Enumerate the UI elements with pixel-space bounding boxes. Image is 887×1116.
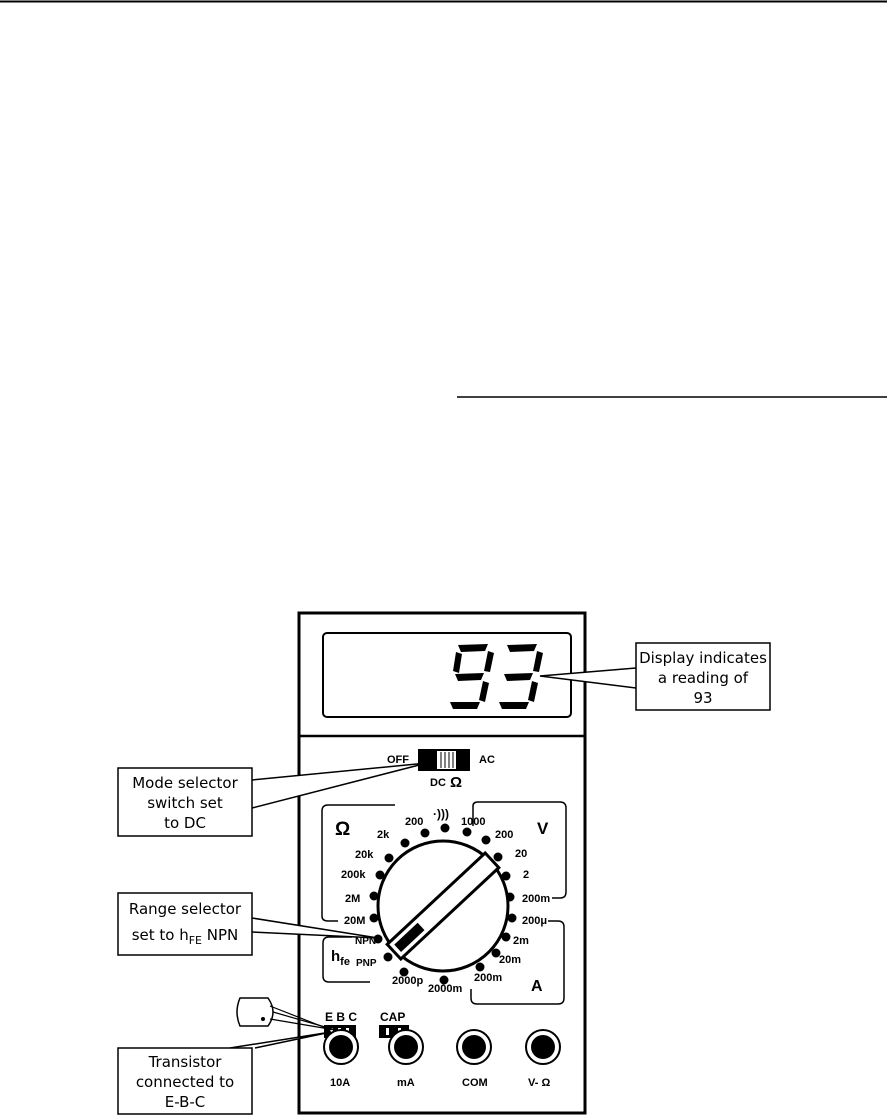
dot-v-200 [481,835,491,845]
dot-ohm-2k [400,838,410,848]
label-a-20m: 20m [499,954,521,966]
cap-socket-label: CAP [380,1010,405,1024]
mode-callout-line2: switch set [147,794,223,812]
label-cap-2000p: 2000p [392,975,423,987]
dot-continuity [440,823,450,833]
dot-v-2 [501,871,511,881]
transistor-leads [269,1005,348,1033]
range-callout [117,892,253,956]
mode-ohm-label: Ω [450,774,462,791]
transistor-callout [117,1047,253,1115]
dot-v-20 [493,852,503,862]
display-callout [635,642,771,711]
ohm-group-bracket [321,804,395,922]
label-a-200u: 200μ [522,915,547,927]
slider-grip [440,752,454,768]
dot-ohm-20k [384,853,394,863]
transistor-mark [261,1017,265,1021]
hfe-symbol: hfe [331,948,350,968]
mode-callout-line3: to DC [164,814,206,832]
dot-a-20m [491,948,501,958]
dot-v-1000 [462,827,472,837]
dot-cap-2000p [399,967,409,977]
dot-ohm-2m [369,891,379,901]
dot-a-2m [501,932,511,942]
transistor-callout-pointer [229,1031,332,1049]
range-labels: 200 2k 20k 200k 2M 20M ·))) 1000 200 20 … [341,807,550,995]
mode-callout-line1: Mode selector [132,774,238,792]
range-callout-line1: Range selector [129,900,242,918]
display-callout-line3: 93 [693,689,712,707]
jack-com-label: COM [462,1077,488,1089]
jack-ma-label: mA [397,1077,415,1089]
dot-ohm-200 [420,828,430,838]
label-v-2: 2 [523,869,529,881]
amp-group-bracket [470,920,565,1005]
label-v-1000: 1000 [461,816,485,828]
transistor-callout-line2: connected to [136,1073,234,1091]
dot-hfe-npn [373,934,383,944]
label-v-20: 20 [515,848,527,860]
mode-dc-label: DC [430,777,446,789]
transistor-body [236,997,274,1027]
dot-a-200m [475,962,485,972]
transistor-callout-line3: E-B-C [165,1093,206,1111]
dot-a-2000m [439,975,449,985]
label-ohm-20k: 20k [355,849,374,861]
display-reading [450,644,543,709]
hfe-group-bracket [322,936,370,983]
display-callout-line2: a reading of [658,669,749,687]
label-v-200m: 200m [522,893,550,905]
jack-10a-label: 10A [330,1077,350,1089]
label-ohm-200: 200 [405,816,423,828]
label-continuity: ·))) [433,807,449,821]
display-callout-pointer [539,667,637,689]
range-dots [369,823,517,985]
dot-hfe-pnp [383,952,393,962]
amp-symbol: A [531,978,543,995]
transistor-callout-line1: Transistor [148,1053,223,1071]
dial-pointer [385,850,501,962]
mode-off-label: OFF [387,754,409,766]
label-hfe-npn: NPN [355,936,376,947]
label-ohm-2m: 2M [345,893,360,905]
jack-v-ohm-label: V- Ω [528,1077,550,1089]
dot-ohm-20m [369,913,379,923]
dot-ohm-200k [375,870,385,880]
volt-group-bracket [472,801,567,899]
mode-ac-label: AC [479,754,495,766]
label-a-200m: 200m [474,972,502,984]
range-callout-pointer [251,917,379,939]
label-ohm-200k: 200k [341,869,366,881]
dot-a-200u [507,913,517,923]
ebc-socket-label: E B C [325,1010,357,1024]
mode-callout-pointer [251,762,428,809]
label-a-2000m: 2000m [428,983,462,995]
label-v-200: 200 [495,829,513,841]
label-a-2m: 2m [513,935,529,947]
label-hfe-pnp: PNP [356,958,377,969]
jacks [323,1029,561,1065]
label-ohm-20m: 20M [344,915,365,927]
mode-callout [117,767,253,837]
mode-switch-slider[interactable] [437,751,456,769]
display-callout-line1: Display indicates [639,649,767,667]
volt-symbol: V [537,819,549,838]
ohm-symbol: Ω [335,819,350,840]
range-callout-line2: set to hFE NPN [132,926,239,947]
label-ohm-2k: 2k [377,829,390,841]
